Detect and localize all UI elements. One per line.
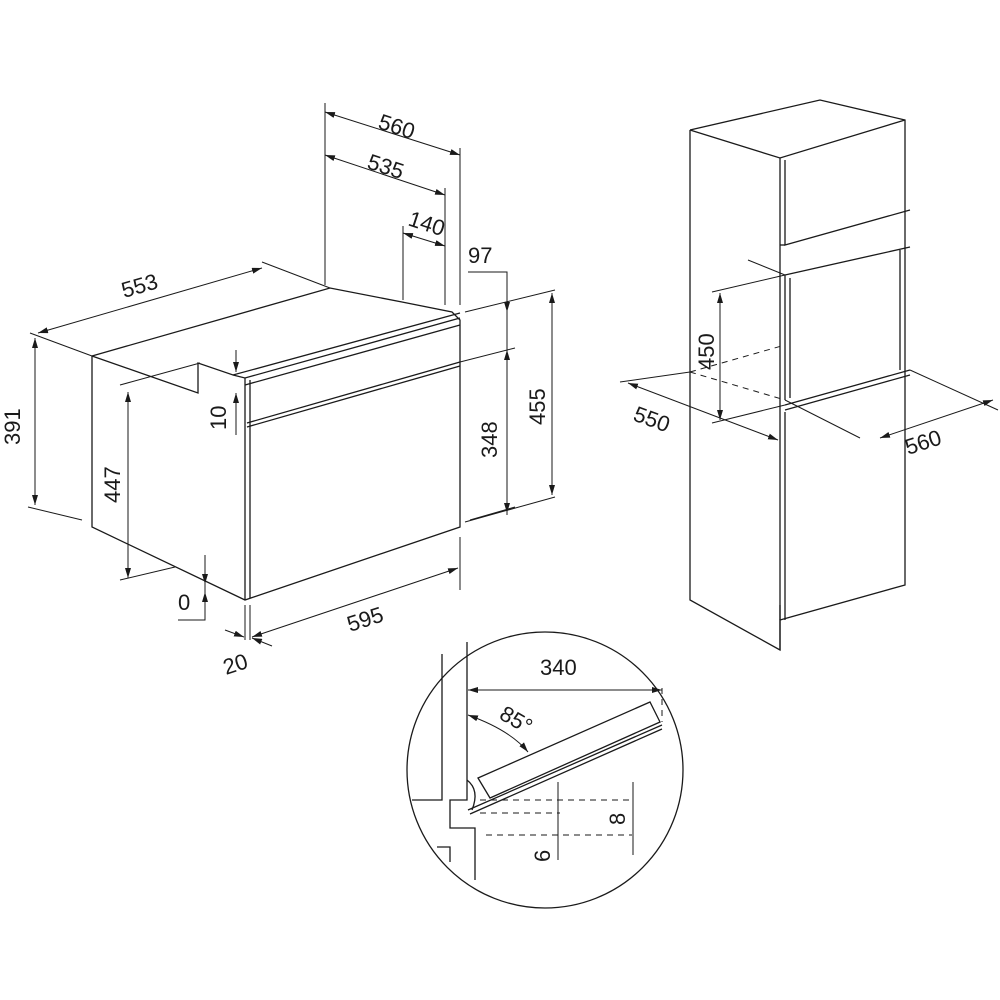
oven-dimension-lines [27, 103, 556, 647]
dim-340: 340 [540, 655, 577, 680]
dim-0: 0 [178, 590, 190, 615]
dim-10: 10 [206, 406, 231, 430]
cabinet-dimension-lines [619, 259, 999, 441]
oven-dimension-labels: 560 535 140 553 97 391 447 10 348 455 0 … [0, 109, 550, 680]
dim-560-cabinet: 560 [902, 425, 945, 460]
dim-348: 348 [477, 421, 502, 458]
dim-450: 450 [694, 333, 719, 370]
dim-391: 391 [0, 408, 25, 445]
dim-560: 560 [375, 109, 418, 144]
dim-6: 6 [530, 850, 555, 862]
cabinet-dimension-labels: 450 550 560 [630, 333, 944, 459]
door-detail-labels: 340 85° 8 6 [496, 655, 631, 862]
dim-595: 595 [344, 602, 387, 637]
dim-550: 550 [630, 401, 673, 437]
dim-8: 8 [605, 813, 630, 825]
angle-85: 85° [496, 701, 537, 739]
dim-447: 447 [100, 466, 125, 503]
cabinet-outline [689, 99, 911, 652]
dim-553: 553 [118, 269, 160, 303]
door-detail [406, 631, 684, 909]
dim-97: 97 [468, 243, 492, 268]
dim-20: 20 [220, 648, 251, 679]
dim-535: 535 [364, 149, 407, 184]
dim-455: 455 [525, 388, 550, 425]
oven-outline [91, 287, 461, 601]
